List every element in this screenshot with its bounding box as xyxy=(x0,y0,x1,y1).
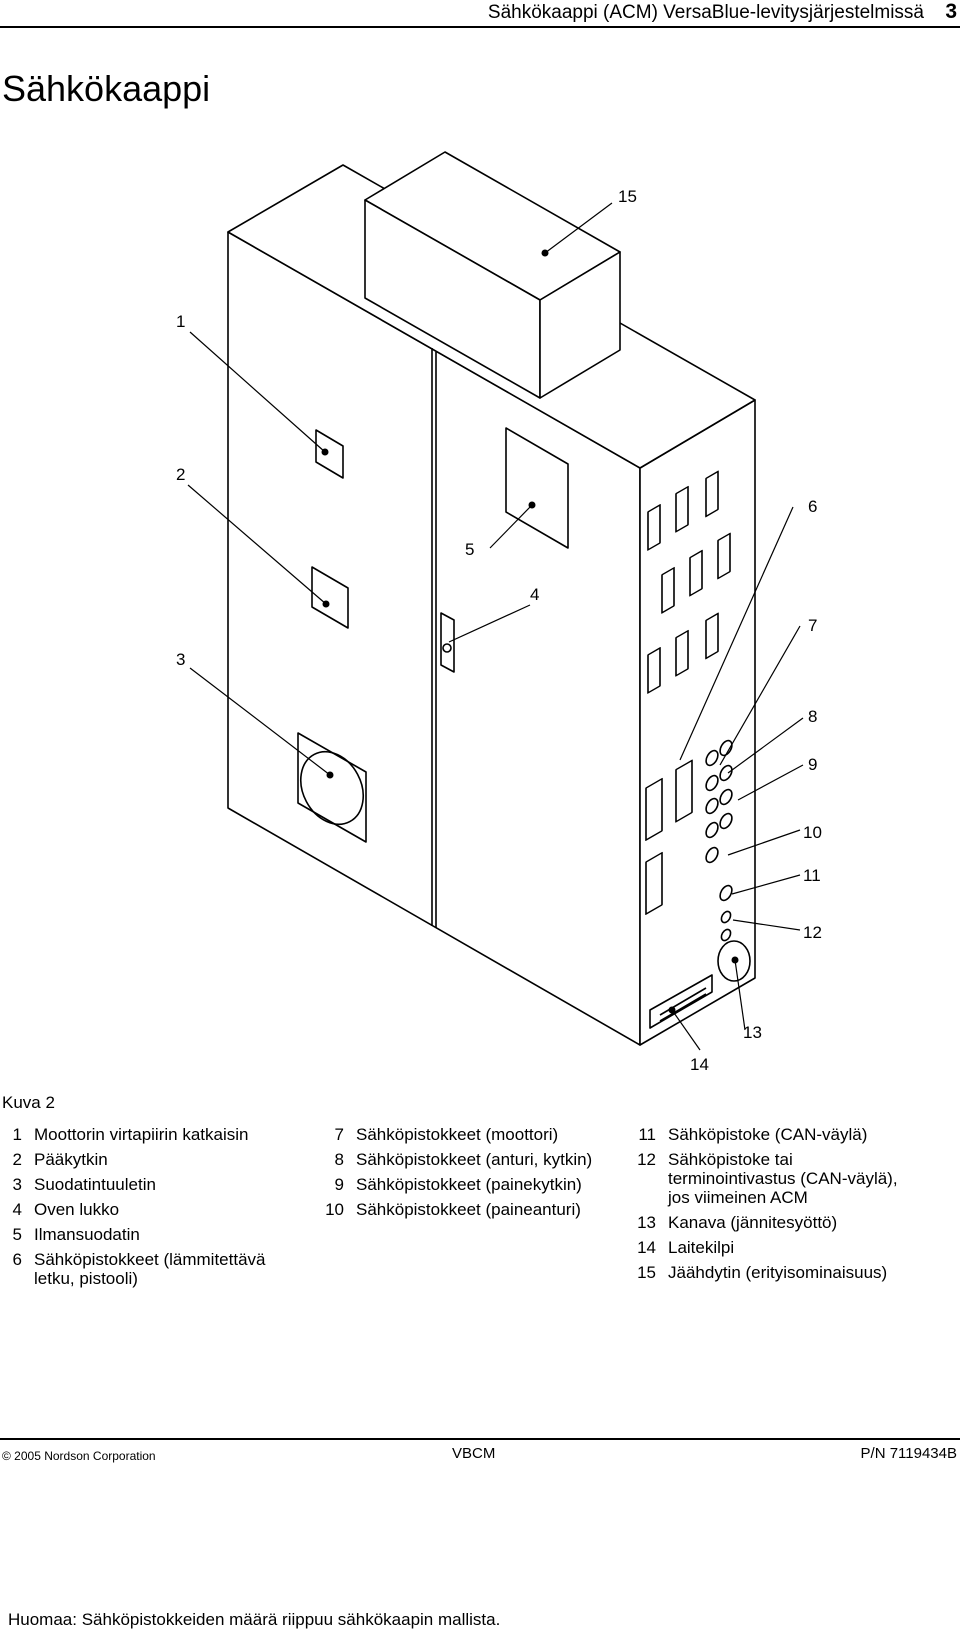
section-title: Sähkökaappi xyxy=(2,68,211,109)
footer-copyright: © 2005 Nordson Corporation xyxy=(2,1449,156,1463)
connector-large-2 xyxy=(675,759,693,823)
connector-large-3 xyxy=(645,851,663,915)
connector-group-6 xyxy=(647,470,719,551)
motor-breaker xyxy=(315,429,344,479)
door-lock xyxy=(440,612,455,673)
filter-fan xyxy=(299,750,365,826)
figure-caption: Kuva 2 xyxy=(2,1093,55,1112)
cabinet-drawing xyxy=(187,151,804,1051)
cooler-side xyxy=(539,251,621,399)
filter-fan-frame xyxy=(297,732,367,843)
callout-15: 15 xyxy=(618,187,637,206)
footer-part-number: P/N 7119434B xyxy=(860,1445,957,1462)
nameplate xyxy=(649,974,713,1029)
callout-14: 14 xyxy=(690,1055,709,1074)
air-filter xyxy=(505,427,569,549)
running-header: Sähkökaappi (ACM) VersaBlue-levitysjärje… xyxy=(487,2,924,23)
callout-13: 13 xyxy=(743,1023,762,1042)
callout-7: 7 xyxy=(808,616,818,635)
page-number: 3 xyxy=(945,0,957,23)
connector-large-1 xyxy=(645,777,663,841)
callout-5: 5 xyxy=(465,540,475,559)
leader-lines xyxy=(187,202,804,1051)
callout-3: 3 xyxy=(176,650,186,669)
round-connectors xyxy=(705,739,733,942)
callout-2: 2 xyxy=(176,465,186,484)
callout-12: 12 xyxy=(803,923,822,942)
callout-10: 10 xyxy=(803,823,822,842)
cabinet-side-face xyxy=(639,399,756,1046)
footer-code: VBCM xyxy=(452,1445,496,1462)
header-rule xyxy=(0,26,960,28)
connector-group-8 xyxy=(647,612,719,694)
callout-1: 1 xyxy=(176,312,186,331)
connector-group-7 xyxy=(661,532,731,614)
power-duct xyxy=(717,940,751,982)
callout-9: 9 xyxy=(808,755,818,774)
note: Huomaa: Sähköpistokkeiden määrä riippuu … xyxy=(8,1610,501,1629)
callout-11: 11 xyxy=(803,866,821,885)
main-switch xyxy=(311,566,349,629)
leader-dots xyxy=(321,249,739,1014)
callout-6: 6 xyxy=(808,497,818,516)
callout-8: 8 xyxy=(808,707,818,726)
footer-rule xyxy=(0,1438,960,1440)
callout-4: 4 xyxy=(530,585,540,604)
